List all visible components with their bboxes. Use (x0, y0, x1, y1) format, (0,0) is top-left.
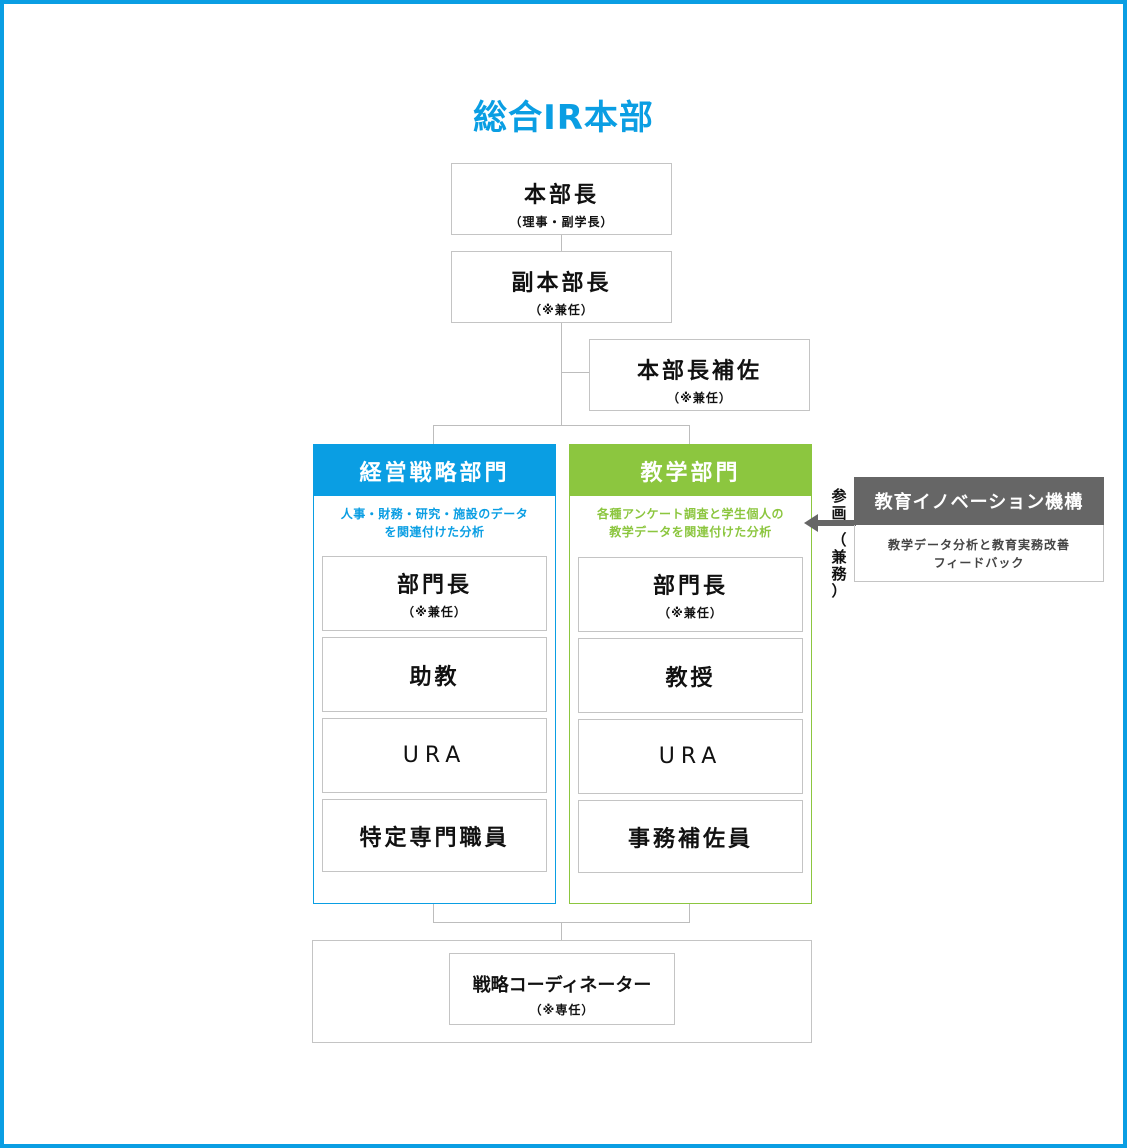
member-title: URA (402, 743, 467, 768)
deputy-title: 副本部長 (511, 271, 612, 296)
member-box: 助教 (322, 637, 547, 712)
member-title: 部門長 (652, 574, 728, 599)
member-title: 部門長 (396, 573, 472, 598)
connector-line (689, 425, 690, 444)
education-department-description: 各種アンケート調査と学生個人の 教学データを関連付けた分析 (570, 505, 811, 541)
member-box: URA (578, 719, 803, 794)
head-note: （理事・副学長） (509, 215, 614, 229)
member-box: 教授 (578, 638, 803, 713)
member-box: 部門長 （※兼任） (322, 556, 547, 631)
assistant-box: 本部長補佐 （※兼任） (589, 339, 810, 411)
member-box: 事務補佐員 (578, 800, 803, 873)
member-title: 事務補佐員 (627, 826, 753, 852)
management-department-header: 経営戦略部門 (314, 445, 555, 496)
member-box: 部門長 （※兼任） (578, 557, 803, 632)
education-department: 教学部門 各種アンケート調査と学生個人の 教学データを関連付けた分析 部門長 （… (569, 444, 812, 904)
coordinator-title: 戦略コーディネーター (472, 975, 652, 996)
innovation-header: 教育イノベーション機構 (854, 477, 1104, 525)
innovation-description: 教学データ分析と教育実務改善 フィードバック (854, 525, 1104, 582)
deputy-note: （※兼任） (529, 303, 594, 317)
connector-line (561, 323, 562, 426)
assistant-note: （※兼任） (667, 391, 732, 405)
description-line: 教学データ分析と教育実務改善 (887, 538, 1070, 552)
member-title: 教授 (665, 665, 716, 691)
description-line: 各種アンケート調査と学生個人の (596, 507, 785, 521)
member-note: （※兼任） (402, 605, 467, 619)
description-line: 人事・財務・研究・施設のデータ (340, 507, 529, 521)
management-department-description: 人事・財務・研究・施設のデータ を関連付けた分析 (314, 505, 555, 541)
member-box: 特定専門職員 (322, 799, 547, 872)
coordinator-box: 戦略コーディネーター （※専任） (449, 953, 675, 1025)
member-box: URA (322, 718, 547, 793)
head-box: 本部長 （理事・副学長） (451, 163, 672, 235)
member-title: 特定専門職員 (359, 825, 510, 851)
head-title: 本部長 (523, 183, 599, 208)
description-line: 教学データを関連付けた分析 (609, 525, 772, 539)
connector-line (433, 903, 434, 923)
connector-line (689, 903, 690, 923)
participation-arrow (804, 514, 856, 532)
concurrent-label: （ 兼 務 ） (831, 531, 847, 600)
member-note: （※兼任） (658, 606, 723, 620)
education-department-header: 教学部門 (570, 445, 811, 496)
connector-line (561, 372, 589, 373)
connector-line (561, 235, 562, 251)
participation-label: 参 画 (831, 487, 847, 522)
member-title: 助教 (409, 664, 460, 690)
management-department: 経営戦略部門 人事・財務・研究・施設のデータ を関連付けた分析 部門長 （※兼任… (313, 444, 556, 904)
description-line: フィードバック (933, 556, 1025, 570)
assistant-title: 本部長補佐 (636, 359, 762, 384)
connector-line (561, 922, 562, 940)
deputy-box: 副本部長 （※兼任） (451, 251, 672, 323)
connector-line (433, 425, 690, 426)
coordinator-note: （※専任） (529, 1003, 595, 1017)
description-line: を関連付けた分析 (384, 525, 485, 539)
connector-line (433, 425, 434, 444)
diagram-title: 総合IR本部 (473, 98, 654, 138)
member-title: URA (658, 744, 723, 769)
